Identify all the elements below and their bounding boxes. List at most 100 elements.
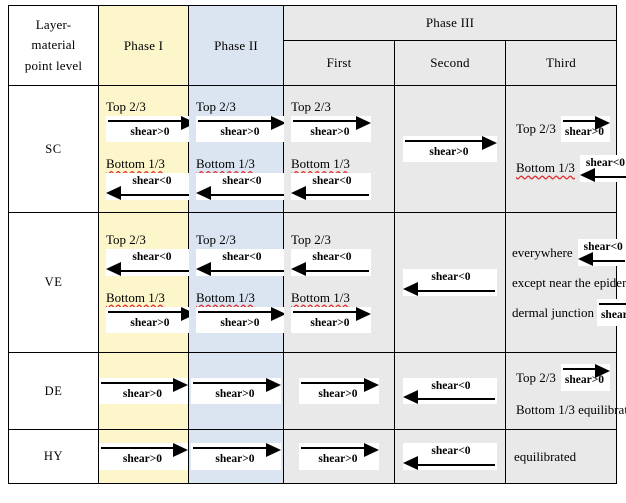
header-phase-3-second: Second bbox=[394, 40, 506, 86]
arrow-shaft bbox=[119, 193, 194, 196]
cell-hy-phase2: shear>0 bbox=[188, 429, 284, 484]
arrow-label: shear<0 bbox=[222, 251, 262, 263]
cell-de-phase3-first: shear>0 bbox=[283, 352, 395, 430]
arrow-label: shear>0 bbox=[318, 387, 358, 400]
level-label-top: Top 2/3 bbox=[516, 369, 556, 385]
sc-p3t-top-segment: Top 2/3 shear>0 bbox=[516, 115, 611, 142]
sc-p3f-bottom-segment: Bottom 1/3 shear<0 bbox=[291, 155, 387, 200]
arrow-shaft bbox=[193, 381, 268, 384]
arrow-right-shear-positive: shear>0 bbox=[99, 443, 188, 470]
arrow-shaft bbox=[209, 193, 284, 196]
arrow-label: shear>0 bbox=[122, 453, 163, 466]
arrow-shaft bbox=[198, 119, 273, 122]
header-row-primary: Layer- material point level Phase I Phas… bbox=[8, 5, 617, 86]
arrow-head bbox=[577, 251, 593, 266]
arrow-shaft bbox=[416, 463, 495, 466]
arrow-right-shear-positive: shear>0 bbox=[560, 115, 611, 142]
arrow-head bbox=[579, 167, 595, 182]
junction-label: dermal junction bbox=[512, 304, 594, 320]
arrow-head bbox=[106, 261, 121, 276]
arrow-head bbox=[173, 377, 188, 392]
arrow-head bbox=[364, 443, 379, 458]
row-label-hy: HY bbox=[8, 429, 99, 484]
shear-direction-matrix: Layer- material point level Phase I Phas… bbox=[8, 5, 626, 484]
cell-hy-phase1: shear>0 bbox=[98, 429, 189, 484]
cell-ve-phase1: Top 2/3 shear<0 Bottom 1/3 shear>0 bbox=[98, 212, 196, 353]
arrow-left-shear-negative: shear<0 bbox=[106, 249, 196, 276]
corner-header-line-1: Layer- bbox=[35, 17, 72, 33]
cell-sc-phase2: Top 2/3 shear>0 Bottom 1/3 shear<0 bbox=[188, 85, 286, 213]
cell-ve-phase3-second: shear<0 bbox=[394, 212, 506, 353]
arrow-right-shear-positive: shear>0 bbox=[191, 443, 281, 470]
arrow-label: shear<0 bbox=[222, 175, 262, 187]
arrow-right-shear-positive: shear>0 bbox=[299, 443, 379, 470]
arrow-left-shear-negative: shear<0 bbox=[196, 173, 286, 200]
table-row-de: DE shear>0 shear>0 bbox=[8, 352, 626, 430]
arrow-shaft bbox=[293, 310, 358, 313]
arrow-head bbox=[364, 377, 379, 392]
arrow-label: shear>0 bbox=[310, 316, 350, 329]
arrow-left-shear-negative: shear<0 bbox=[291, 173, 371, 200]
arrow-head bbox=[266, 443, 281, 458]
cell-hy-phase3-second: shear<0 bbox=[394, 429, 506, 484]
arrow-shaft bbox=[209, 269, 284, 272]
arrow-right-shear-positive: shear>0 bbox=[106, 306, 196, 333]
ve-p1-bottom-segment: Bottom 1/3 shear>0 bbox=[106, 289, 196, 333]
cell-ve-phase3-third: everywhere shear<0 except near the epide… bbox=[505, 212, 626, 353]
header-phase-2: Phase II bbox=[188, 5, 284, 86]
arrow-right-shear-positive: shear>0 bbox=[106, 115, 196, 142]
arrow-shaft bbox=[101, 447, 175, 450]
arrow-shaft bbox=[405, 139, 484, 142]
level-label-bottom: Bottom 1/3 bbox=[291, 289, 350, 305]
level-label-top: Top 2/3 bbox=[516, 120, 556, 136]
arrow-label: shear>0 bbox=[220, 125, 260, 138]
row-label-sc: SC bbox=[8, 85, 99, 213]
arrow-shaft bbox=[590, 259, 625, 262]
ve-p1-top-segment: Top 2/3 shear<0 bbox=[106, 231, 196, 276]
ve-p2-top-segment: Top 2/3 shear<0 bbox=[196, 231, 286, 276]
arrow-left-shear-negative: shear<0 bbox=[291, 249, 371, 276]
arrow-shaft bbox=[293, 119, 358, 122]
header-row-sub: First Second Third bbox=[9, 40, 617, 86]
arrow-left-shear-negative: shear<0 bbox=[577, 239, 626, 266]
cell-ve-phase3-first: Top 2/3 shear<0 Bottom 1/3 shear>0 bbox=[283, 212, 395, 353]
arrow-head bbox=[403, 455, 418, 470]
level-label-top: Top 2/3 bbox=[196, 98, 236, 114]
corner-header-line-3: point level bbox=[24, 57, 83, 73]
arrow-head bbox=[403, 390, 418, 405]
row-label-ve: VE bbox=[8, 212, 99, 353]
level-label-bottom: Bottom 1/3 bbox=[516, 160, 575, 176]
arrow-right-shear-positive: shear>0 bbox=[196, 115, 286, 142]
arrow-head bbox=[106, 185, 121, 200]
arrow-shaft bbox=[193, 447, 268, 450]
sc-p3f-top-segment: Top 2/3 shear>0 bbox=[291, 98, 387, 142]
arrow-head bbox=[291, 261, 306, 276]
level-label-top: Top 2/3 bbox=[291, 232, 331, 247]
arrow-shaft bbox=[198, 310, 273, 313]
arrow-shaft bbox=[119, 269, 194, 272]
arrow-shaft bbox=[562, 368, 598, 371]
arrow-label: shear>0 bbox=[564, 125, 605, 138]
sc-p2-top-segment: Top 2/3 shear>0 bbox=[196, 98, 286, 142]
arrow-head bbox=[196, 261, 211, 276]
arrow-shaft bbox=[416, 398, 495, 401]
arrow-label: shear<0 bbox=[583, 241, 623, 254]
arrow-label: shear>0 bbox=[215, 453, 255, 466]
arrow-left-shear-negative: shear<0 bbox=[403, 269, 497, 296]
arrow-label: shear<0 bbox=[312, 175, 352, 187]
level-label-top: Top 2/3 bbox=[291, 98, 331, 114]
cell-hy-phase3-third: equilibrated bbox=[505, 429, 617, 484]
arrow-right-shear-positive: shear>0 bbox=[191, 377, 281, 405]
equilibrated-label: equilibrated bbox=[514, 448, 577, 464]
de-p3t-line-2: Bottom 1/3 equilibrated bbox=[516, 401, 626, 417]
header-phase-1: Phase I bbox=[98, 5, 189, 86]
cell-sc-phase3-third: Top 2/3 shear>0 Bottom 1/3 shear<0 bbox=[505, 85, 626, 213]
arrow-shaft bbox=[301, 381, 366, 384]
cell-sc-phase3-second: shear>0 bbox=[394, 85, 506, 213]
arrow-label: shear>0 bbox=[215, 387, 255, 400]
row-label-de: DE bbox=[8, 352, 99, 430]
arrow-shaft bbox=[108, 310, 183, 313]
arrow-label: shear>0 bbox=[130, 125, 170, 138]
arrow-head bbox=[595, 364, 611, 379]
level-label-bottom: Bottom 1/3 bbox=[106, 156, 165, 171]
